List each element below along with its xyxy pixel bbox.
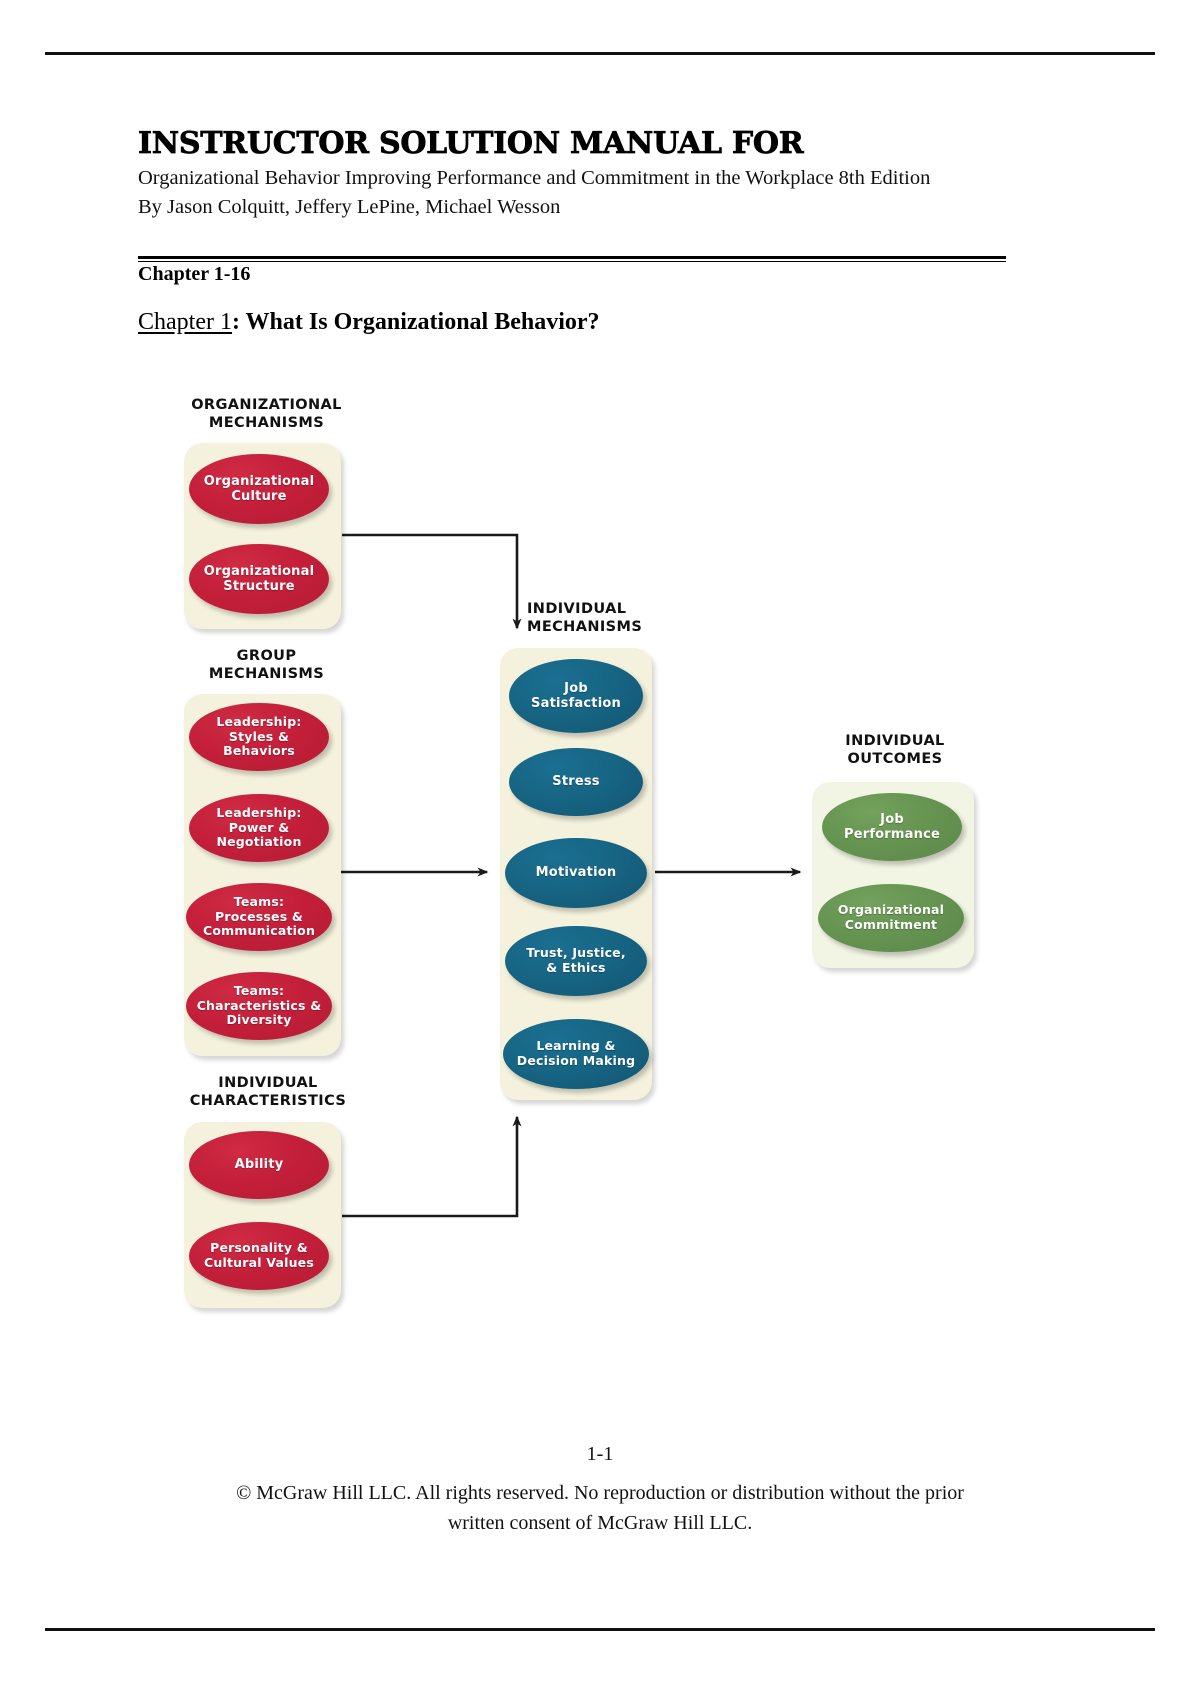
node-personality-cultural-values[interactable]: Personality & Cultural Values — [189, 1222, 329, 1290]
group-label-organizational-mechanisms: ORGANIZATIONAL MECHANISMS — [191, 397, 342, 431]
copyright-notice: © McGraw Hill LLC. All rights reserved. … — [150, 1478, 1050, 1538]
page-number: 1-1 — [586, 1443, 614, 1465]
node-learning-decision-making[interactable]: Learning & Decision Making — [503, 1019, 649, 1089]
document-subtitle-line1: Organizational Behavior Improving Perfor… — [138, 166, 931, 189]
node-trust-justice-ethics[interactable]: Trust, Justice, & Ethics — [505, 926, 647, 996]
header-divider — [138, 256, 1006, 262]
node-teams-characteristics-diversity[interactable]: Teams: Characteristics & Diversity — [186, 972, 332, 1040]
chapter-title-rest: : What Is Organizational Behavior? — [231, 309, 600, 335]
group-label-individual-outcomes: INDIVIDUAL OUTCOMES — [845, 733, 945, 767]
group-label-individual-mechanisms: INDIVIDUAL MECHANISMS — [527, 601, 643, 635]
chapter-title-link[interactable]: Chapter 1 — [138, 309, 232, 335]
node-job-satisfaction[interactable]: Job Satisfaction — [509, 659, 643, 733]
node-job-performance[interactable]: Job Performance — [822, 793, 962, 861]
document-subtitle: Organizational Behavior Improving Perfor… — [138, 164, 1018, 222]
node-organizational-commitment[interactable]: Organizational Commitment — [818, 884, 964, 952]
chapter-range-label: Chapter 1-16 — [138, 263, 251, 285]
node-leadership-styles-behaviors[interactable]: Leadership: Styles & Behaviors — [189, 703, 329, 771]
copyright-line2: written consent of McGraw Hill LLC. — [447, 1512, 753, 1534]
node-teams-processes-communication[interactable]: Teams: Processes & Communication — [186, 883, 332, 951]
group-label-group-mechanisms: GROUP MECHANISMS — [208, 648, 325, 682]
page-top-rule — [45, 52, 1155, 55]
document-title: INSTRUCTOR SOLUTION MANUAL FOR — [138, 126, 804, 161]
chapter-title: Chapter 1: What Is Organizational Behavi… — [138, 309, 600, 336]
copyright-line1: © McGraw Hill LLC. All rights reserved. … — [236, 1482, 964, 1504]
page-bottom-rule — [45, 1628, 1155, 1631]
document-subtitle-line2: By Jason Colquitt, Jeffery LePine, Micha… — [138, 195, 561, 218]
node-organizational-culture[interactable]: Organizational Culture — [189, 454, 329, 524]
document-header: INSTRUCTOR SOLUTION MANUAL FOR Organizat… — [138, 126, 1018, 222]
group-label-individual-characteristics: INDIVIDUAL CHARACTERISTICS — [189, 1075, 347, 1109]
node-motivation[interactable]: Motivation — [505, 838, 647, 908]
node-leadership-power-negotiation[interactable]: Leadership: Power & Negotiation — [189, 794, 329, 862]
node-stress[interactable]: Stress — [509, 748, 643, 816]
node-organizational-structure[interactable]: Organizational Structure — [189, 544, 329, 614]
node-ability[interactable]: Ability — [189, 1131, 329, 1199]
